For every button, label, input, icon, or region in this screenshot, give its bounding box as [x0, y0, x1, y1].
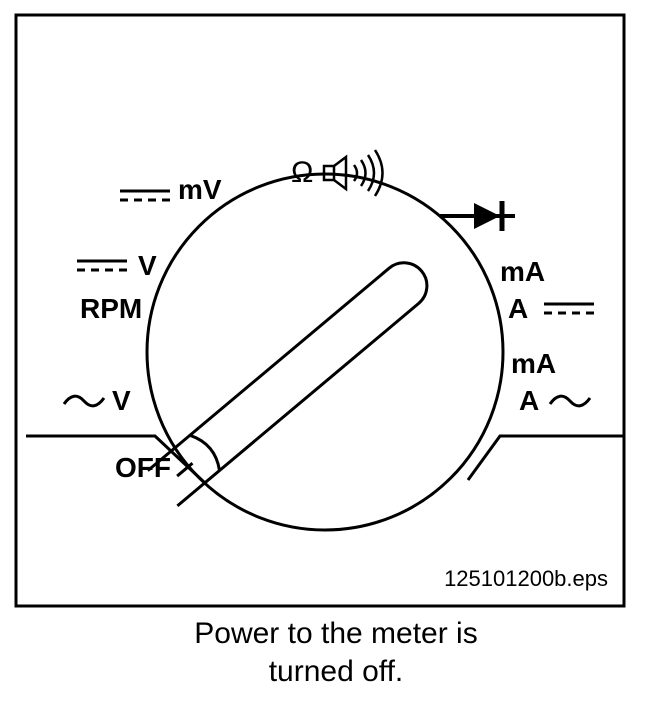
rotary-dial[interactable]	[145, 172, 505, 532]
dc-symbol	[120, 189, 170, 202]
ac-symbol	[548, 394, 592, 408]
label-ohm: Ω	[291, 156, 313, 189]
diode-icon	[440, 201, 515, 231]
dc-symbol	[77, 259, 127, 272]
rotary-knob[interactable]	[146, 253, 436, 508]
ac-symbol	[62, 394, 106, 408]
file-name: 125101200b.eps	[444, 566, 608, 591]
label-mv: mV	[178, 174, 222, 205]
speaker-icon	[322, 149, 384, 197]
knob-grip-curve	[189, 433, 221, 471]
caption-line-1: Power to the meter is	[194, 617, 478, 650]
label-ac-v: V	[112, 385, 131, 416]
diagram-frame	[14, 13, 626, 608]
knob-body	[146, 261, 429, 508]
label-a-dc: A	[508, 293, 528, 324]
label-rpm: RPM	[80, 293, 142, 324]
label-a-ac: A	[519, 385, 539, 416]
label-ma-ac: mA	[511, 348, 556, 379]
label-off: OFF	[115, 452, 171, 483]
caption-line-2: turned off.	[268, 655, 404, 688]
label-dc-v: V	[138, 250, 157, 281]
dc-symbol	[544, 302, 594, 315]
label-ma-dc: mA	[500, 256, 545, 287]
knob-pointer-mark	[176, 462, 194, 478]
